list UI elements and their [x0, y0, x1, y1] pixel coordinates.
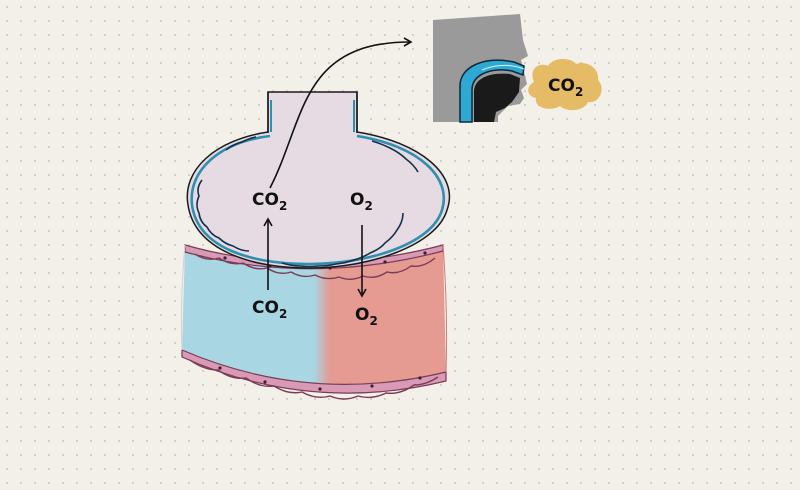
alveolus-o2-label: O2	[350, 190, 373, 213]
capillary	[180, 244, 448, 400]
airway-inner	[474, 73, 520, 122]
arrows	[263, 37, 413, 298]
alveolus-body	[186, 91, 451, 269]
nasal-lining	[481, 64, 525, 71]
capillary-co2-label: CO2	[252, 298, 287, 321]
capillary-right-edge	[442, 244, 448, 373]
airway-outer	[459, 59, 525, 123]
alveolus-lining	[190, 134, 445, 266]
exhaled-co2-cloud	[528, 59, 602, 111]
alveolus-co2-label: CO2	[252, 190, 287, 213]
blood-fill	[182, 245, 446, 385]
capillary-o2-label: O2	[355, 305, 378, 328]
exhaled-co2-label: CO2	[548, 76, 583, 99]
head-illustration	[433, 14, 528, 123]
capillary-left-edge	[180, 244, 186, 351]
exhalation-arrow	[269, 37, 413, 189]
endothelial-cells	[189, 253, 439, 400]
alveolus	[186, 91, 451, 269]
type1-cells	[196, 136, 419, 268]
